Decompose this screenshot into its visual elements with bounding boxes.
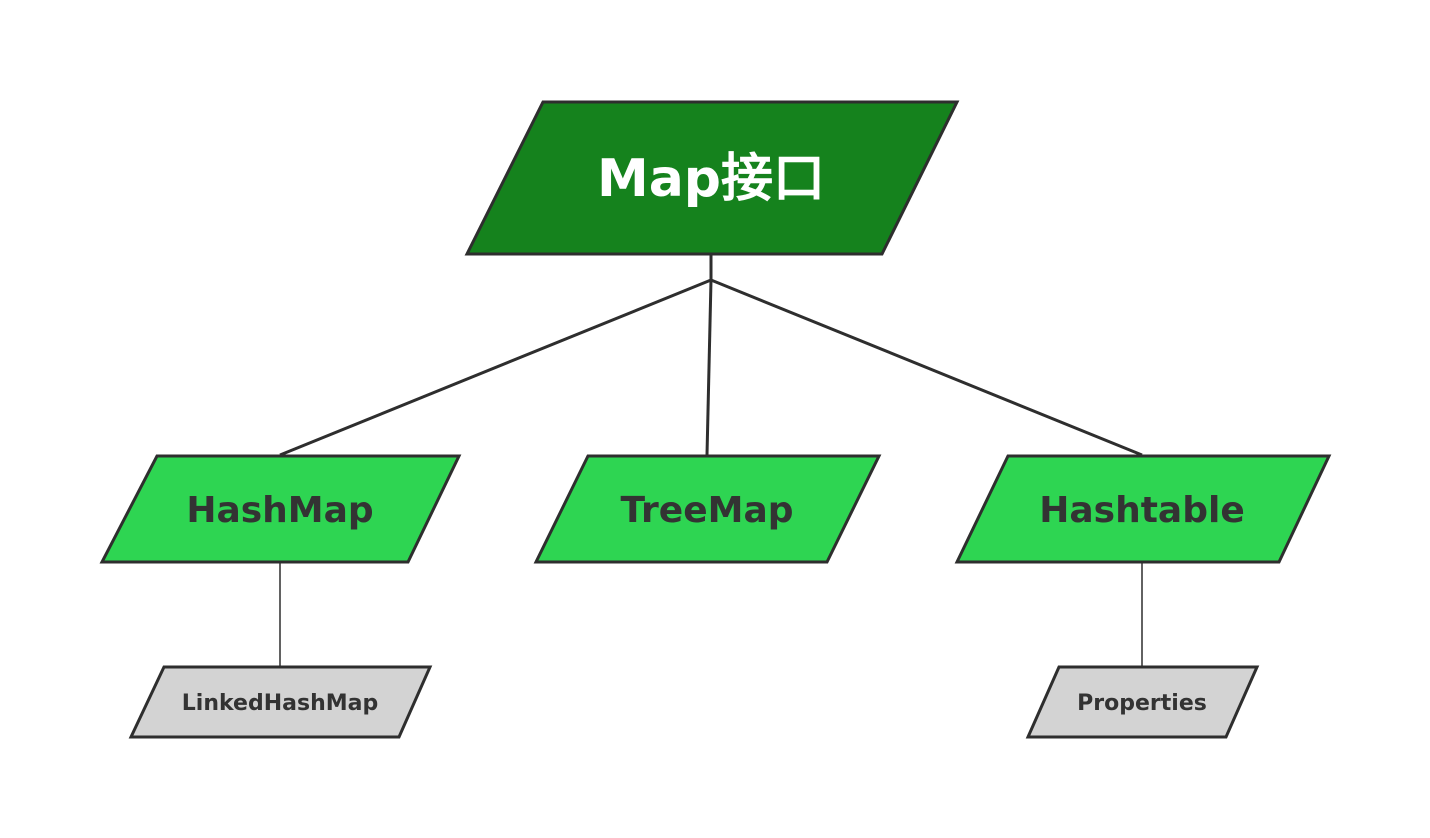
node-linkedhashmap-shape bbox=[128, 665, 433, 739]
node-hashmap-shape bbox=[99, 454, 462, 564]
connector-root-treemap bbox=[705, 279, 713, 456]
node-linkedhashmap: LinkedHashMap bbox=[128, 665, 433, 739]
node-hashtable-label: Hashtable bbox=[1039, 490, 1245, 531]
connector-root-hashmap bbox=[279, 278, 712, 457]
node-hashmap-label: HashMap bbox=[186, 490, 373, 531]
node-linkedhashmap-label: LinkedHashMap bbox=[182, 691, 378, 716]
node-map-interface: Map接口 bbox=[464, 100, 960, 256]
node-hashmap: HashMap bbox=[99, 454, 462, 564]
node-map-interface-label: Map接口 bbox=[597, 149, 825, 209]
node-hashtable: Hashtable bbox=[954, 454, 1332, 564]
node-treemap-shape bbox=[533, 454, 882, 564]
node-treemap: TreeMap bbox=[533, 454, 882, 564]
node-treemap-label: TreeMap bbox=[620, 490, 793, 531]
node-map-interface-shape bbox=[464, 100, 960, 256]
node-properties-label: Properties bbox=[1077, 691, 1207, 716]
node-properties-shape bbox=[1025, 665, 1260, 739]
connectors bbox=[279, 254, 1143, 667]
node-properties: Properties bbox=[1025, 665, 1260, 739]
connector-root-hashtable bbox=[710, 278, 1143, 457]
node-hashtable-shape bbox=[954, 454, 1332, 564]
